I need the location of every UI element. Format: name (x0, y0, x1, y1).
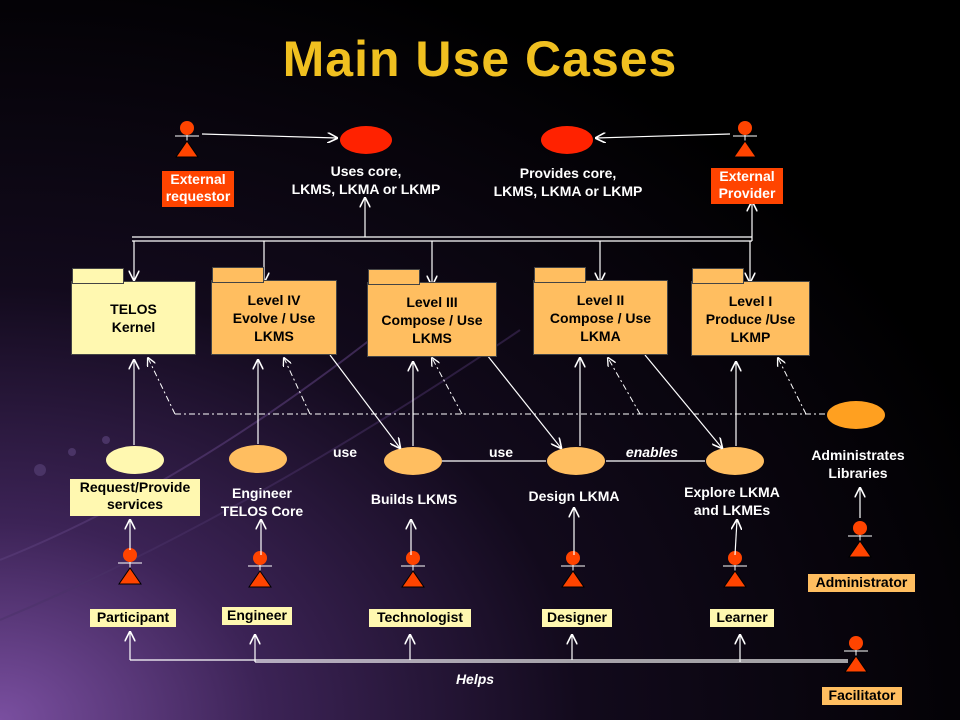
request-provide-label: Request/Provide services (70, 479, 200, 516)
facilitator-label: Facilitator (822, 687, 902, 705)
helps-relation-label: Helps (455, 671, 495, 687)
level4-label: Level IV Evolve / Use LKMS (232, 291, 316, 344)
provides-core-label: Provides core, LKMS, LKMA or LKMP (493, 165, 643, 199)
provides-core-usecase (541, 126, 593, 154)
facilitator-actor (843, 635, 869, 673)
use-relation-label-1: use (332, 444, 358, 460)
engineer-core-usecase (229, 445, 287, 473)
engineer-actor (247, 550, 273, 588)
explore-lkma-usecase (706, 447, 764, 475)
level4-package: Level IV Evolve / Use LKMS (211, 267, 337, 355)
external-requestor-label: External requestor (162, 171, 234, 207)
external-requestor-actor (174, 120, 200, 158)
technologist-label: Technologist (369, 609, 471, 627)
design-lkma-label: Design LKMA (528, 488, 620, 504)
level3-package: Level III Compose / Use LKMS (367, 269, 497, 357)
explore-lkma-label: Explore LKMA and LKMEs (684, 484, 780, 518)
level2-label: Level II Compose / Use LKMA (549, 291, 652, 344)
use-relation-label-2: use (488, 444, 514, 460)
telos-kernel-label: TELOS Kernel (110, 301, 157, 335)
engineer-core-label: Engineer TELOS Core (220, 485, 304, 519)
participant-actor (117, 547, 143, 585)
usecase-to-package-edges (134, 354, 736, 462)
external-provider-actor (732, 120, 758, 158)
designer-label: Designer (542, 609, 612, 627)
designer-actor (560, 550, 586, 588)
requestor-to-uses-edge (201, 134, 337, 138)
level2-package: Level II Compose / Use LKMA (533, 267, 668, 355)
request-provide-usecase (106, 446, 164, 474)
uses-core-label: Uses core, LKMS, LKMA or LKMP (291, 163, 441, 197)
administrator-actor (847, 520, 873, 558)
actor-to-usecase-edges (130, 488, 860, 556)
builds-lkms-usecase (384, 447, 442, 475)
helps-edges (130, 632, 848, 663)
learner-actor (722, 550, 748, 588)
page-title: Main Use Cases (282, 31, 678, 87)
level3-label: Level III Compose / Use LKMS (381, 293, 483, 346)
engineer-label: Engineer (222, 607, 292, 625)
technologist-actor (400, 550, 426, 588)
builds-lkms-label: Builds LKMS (370, 491, 458, 507)
level1-package: Level I Produce /Use LKMP (691, 268, 810, 356)
level1-label: Level I Produce /Use LKMP (705, 292, 796, 345)
administration-dashed-lines (148, 358, 828, 415)
enables-relation-label: enables (625, 444, 679, 460)
telos-kernel-package: TELOS Kernel (71, 268, 196, 355)
administrates-label: Administrates Libraries (811, 447, 905, 481)
uses-core-usecase (340, 126, 392, 154)
design-lkma-usecase (547, 447, 605, 475)
bus-lines (132, 198, 752, 285)
participant-label: Participant (90, 609, 176, 627)
external-provider-label: External Provider (711, 168, 783, 204)
administrates-usecase (827, 401, 885, 429)
administrator-label: Administrator (808, 574, 915, 592)
provider-to-provides-edge (596, 134, 731, 138)
learner-label: Learner (710, 609, 774, 627)
